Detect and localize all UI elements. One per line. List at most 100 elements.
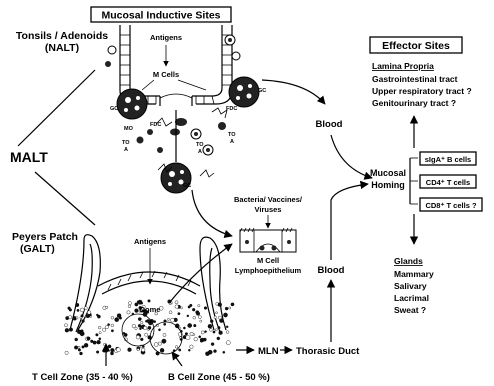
lymphocyte-dot — [218, 316, 221, 319]
bacteria-label-line1: Bacteria/ Vaccines/ — [234, 195, 303, 204]
gland-item-lacrimal: Lacrimal — [394, 293, 429, 303]
lymphocyte-dot — [154, 321, 156, 323]
lymphocyte-dot — [135, 303, 138, 306]
lymphocyte-dot — [194, 324, 197, 327]
lymphocyte-dot — [99, 338, 101, 340]
lymphocyte-dot — [205, 352, 209, 356]
lymphocyte-dot — [98, 326, 101, 329]
lymphocyte-dot — [186, 335, 190, 339]
t-cell-zone-label: T Cell Zone (35 - 40 %) — [32, 372, 133, 383]
lymphocyte-dot — [188, 349, 190, 351]
lymphocyte-dot — [138, 324, 141, 327]
lymphocyte-dot — [141, 348, 145, 352]
lymphocyte-dot — [135, 309, 139, 313]
fdc-left-label: FDC — [150, 122, 161, 128]
lymphocyte-dot — [78, 349, 81, 352]
lymphocyte-dot — [80, 352, 83, 355]
cd4-t-cells-label: CD4⁺ T cells — [426, 178, 470, 187]
iga-b-cells-label: sIgA⁺ B cells — [425, 155, 471, 164]
lymphocyte-dot — [138, 318, 141, 321]
gc-left-label: GC — [110, 106, 118, 112]
lymphocyte-dot — [175, 305, 179, 309]
lymphocyte-dot — [124, 333, 127, 336]
lymphocyte-dot — [111, 316, 114, 319]
lymphocyte-dot — [190, 345, 194, 349]
lymphocyte-dot — [219, 331, 223, 335]
malt-lower-line — [35, 172, 95, 225]
lymphocyte-dot — [97, 340, 101, 344]
lymphocyte-dot — [96, 334, 99, 337]
lymphocyte-dot — [210, 320, 213, 323]
lymphocyte-dot — [81, 315, 84, 318]
mucosal-homing-line2: Homing — [371, 180, 405, 190]
lymphocyte-dot — [170, 318, 174, 322]
germinal-center-left — [117, 89, 147, 119]
toa-mid-1: TO — [196, 142, 204, 148]
lymphocyte-dot — [74, 346, 78, 350]
dome-label: Dome — [140, 305, 161, 314]
lymphocyte-dot — [65, 351, 68, 354]
germinal-center-right — [229, 77, 259, 107]
m-cell-label-line1: M Cell — [257, 256, 279, 265]
cd8-t-cells-label: CD8⁺ T cells ? — [425, 201, 476, 210]
mucosal-homing-line1: Mucosal — [370, 168, 406, 178]
lymphocyte-dot — [77, 309, 79, 311]
galt-label-line2: (GALT) — [20, 243, 55, 255]
lymphocyte-dot — [80, 308, 84, 312]
lymphocyte-dot — [200, 320, 202, 322]
m-cells-label: M Cells — [153, 70, 179, 79]
b-cell-follicle — [150, 322, 182, 354]
lymphocyte-dot — [84, 307, 87, 310]
lymphocyte-dot — [137, 348, 139, 350]
bacteria-label-line2: Viruses — [255, 205, 282, 214]
lymphocyte-dot — [180, 337, 182, 339]
lymphocyte-dot — [87, 311, 91, 315]
lymphocyte-dot — [64, 324, 67, 327]
lymphocyte-dot — [192, 308, 195, 311]
thoracic-duct-label: Thorasic Duct — [296, 346, 360, 357]
lymphocyte-dot — [148, 300, 151, 303]
lamina-propria-title: Lamina Propria — [372, 61, 434, 71]
lymphocyte-dot — [198, 316, 201, 319]
lymphocyte-dot — [162, 339, 166, 343]
lymphocyte-dot — [84, 343, 88, 347]
lymphocyte-dot — [127, 311, 130, 314]
lymphocyte-dot — [179, 349, 181, 351]
lymphocyte-dot — [213, 331, 215, 333]
lymphocyte-dot — [69, 309, 72, 312]
lymphocyte-dot — [148, 326, 151, 329]
lymphocyte-dot — [75, 303, 79, 307]
m-cells-pointer-right — [178, 80, 206, 90]
toa-left-1: TO — [122, 140, 130, 146]
lymphocyte-dot — [143, 326, 147, 330]
lymphocyte-dot — [205, 331, 207, 333]
b-cell-zone-label: B Cell Zone (45 - 50 %) — [168, 372, 270, 383]
m-cell-epithelium — [240, 228, 296, 252]
lymphocyte-dot — [167, 318, 169, 320]
lymphocyte-dot — [105, 326, 108, 329]
lymphocyte-dot — [175, 346, 178, 349]
header-title: Mucosal Inductive Sites — [101, 10, 220, 22]
m-cells-pointer-left — [142, 80, 154, 90]
m-cell-label-line2: Lymphoepithelium — [235, 266, 302, 275]
lymphocyte-dot — [226, 341, 230, 345]
lymphocyte-dot — [97, 315, 100, 318]
lymphocyte-dot — [78, 346, 80, 348]
lymphocyte-dot — [102, 328, 105, 331]
fdc-right-label: FDC — [226, 106, 237, 112]
lymphocyte-dot — [214, 350, 217, 353]
lymphocyte-dot — [111, 324, 114, 327]
galt-label-line1: Peyers Patch — [12, 231, 78, 243]
lymphocyte-dot — [110, 352, 113, 355]
lymphocyte-dot — [223, 351, 225, 353]
gland-item-mammary: Mammary — [394, 269, 434, 279]
lymphocyte-dot — [140, 321, 143, 324]
lymphocyte-dot — [204, 307, 207, 310]
lp-item-gi: Gastrointestinal tract — [372, 74, 458, 84]
malt-upper-line — [18, 70, 95, 146]
antigens-bottom-label: Antigens — [134, 237, 166, 246]
lymphocyte-dot — [82, 346, 85, 349]
nalt-label-line2: (NALT) — [45, 42, 79, 54]
lymphocyte-dot — [136, 335, 140, 339]
